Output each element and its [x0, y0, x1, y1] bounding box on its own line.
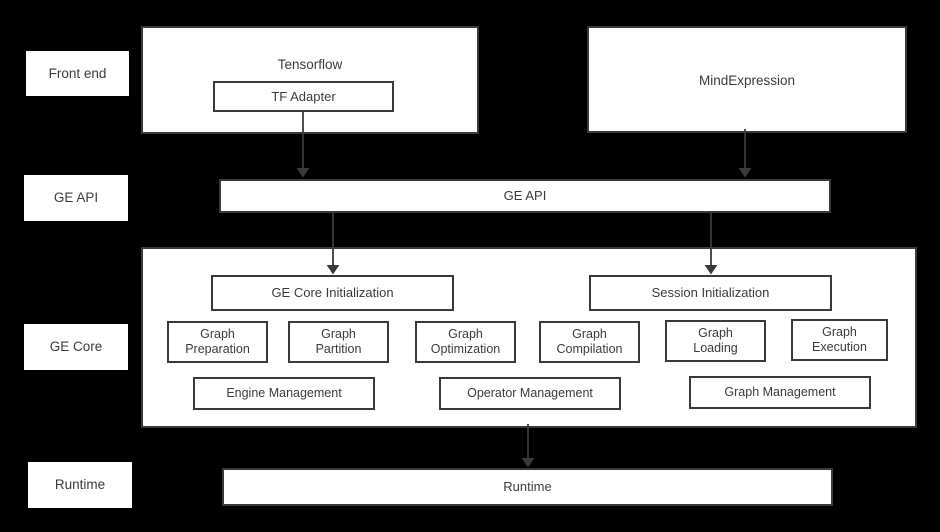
graph-preparation-box: Graph Preparation	[167, 321, 268, 363]
graph-partition-box: Graph Partition	[288, 321, 389, 363]
graph-management-box: Graph Management	[689, 376, 871, 409]
operator-management-box: Operator Management	[439, 377, 621, 410]
ge-api-bar: GE API	[219, 179, 831, 213]
tf-adapter-box: TF Adapter	[213, 81, 394, 112]
ge-core-initialization-box: GE Core Initialization	[211, 275, 454, 311]
graph-optimization-box: Graph Optimization	[415, 321, 516, 363]
layer-label-ge-api: GE API	[24, 175, 128, 221]
session-initialization-box: Session Initialization	[589, 275, 832, 311]
engine-management-box: Engine Management	[193, 377, 375, 410]
graph-compilation-box: Graph Compilation	[539, 321, 640, 363]
runtime-bar: Runtime	[222, 468, 833, 506]
mindexpression-container: MindExpression	[587, 26, 907, 133]
graph-execution-box: Graph Execution	[791, 319, 888, 361]
mindexpression-title: MindExpression	[698, 73, 796, 88]
graph-loading-box: Graph Loading	[665, 320, 766, 362]
layer-label-runtime: Runtime	[28, 462, 132, 508]
layer-label-ge-core: GE Core	[24, 324, 128, 370]
layer-label-front-end: Front end	[26, 51, 129, 96]
tensorflow-title: Tensorflow	[277, 57, 343, 72]
tensorflow-container: Tensorflow	[141, 26, 479, 134]
